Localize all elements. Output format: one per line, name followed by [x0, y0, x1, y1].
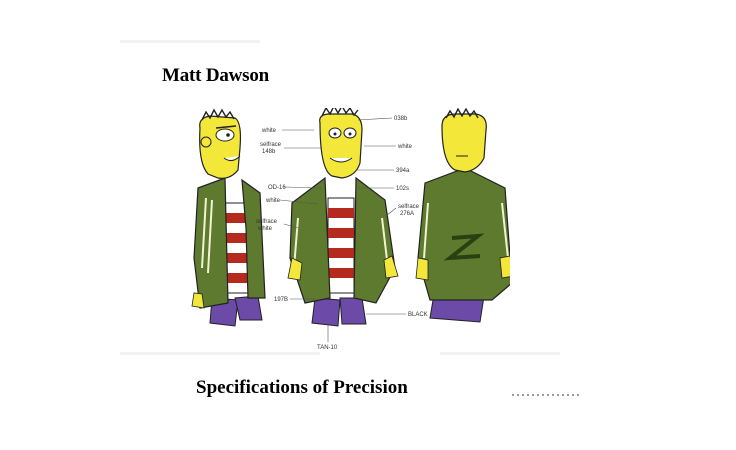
- callout-white: white: [397, 144, 413, 150]
- callout-od16: OD-16: [268, 185, 286, 191]
- callout-tan10: TAN-10: [317, 345, 338, 351]
- callout-197b: 197B: [274, 297, 288, 303]
- callout-selfrace: selfrace: [260, 142, 282, 148]
- callout-selfrace: selfrace: [398, 204, 420, 210]
- callout-394a: 394a: [396, 168, 410, 174]
- character-model-sheet: white selfrace 148b OD-16 white selfrace…: [191, 108, 510, 351]
- page-title: Matt Dawson: [162, 65, 270, 86]
- callout-white: white: [261, 128, 277, 134]
- faint-scan-mark: [120, 40, 260, 43]
- callout-white: white: [257, 226, 273, 232]
- callouts: white selfrace 148b OD-16 white selfrace…: [256, 116, 428, 351]
- callout-276a: 276A: [400, 211, 414, 217]
- callout-white: white: [265, 198, 281, 204]
- callout-038b: 038b: [394, 116, 408, 122]
- figure-front: [287, 108, 399, 327]
- faint-scan-mark: [440, 352, 560, 355]
- scan-artifact: [512, 394, 582, 396]
- faint-scan-mark: [120, 352, 320, 355]
- callout-102s: 102s: [396, 186, 409, 192]
- caption: Specifications of Precision: [196, 377, 408, 398]
- figure-three-quarter: [191, 108, 266, 327]
- callout-148b: 148b: [262, 149, 276, 155]
- callout-black: BLACK: [408, 312, 428, 318]
- figure-back: [415, 108, 510, 323]
- callout-selfrace: selfrace: [256, 219, 278, 225]
